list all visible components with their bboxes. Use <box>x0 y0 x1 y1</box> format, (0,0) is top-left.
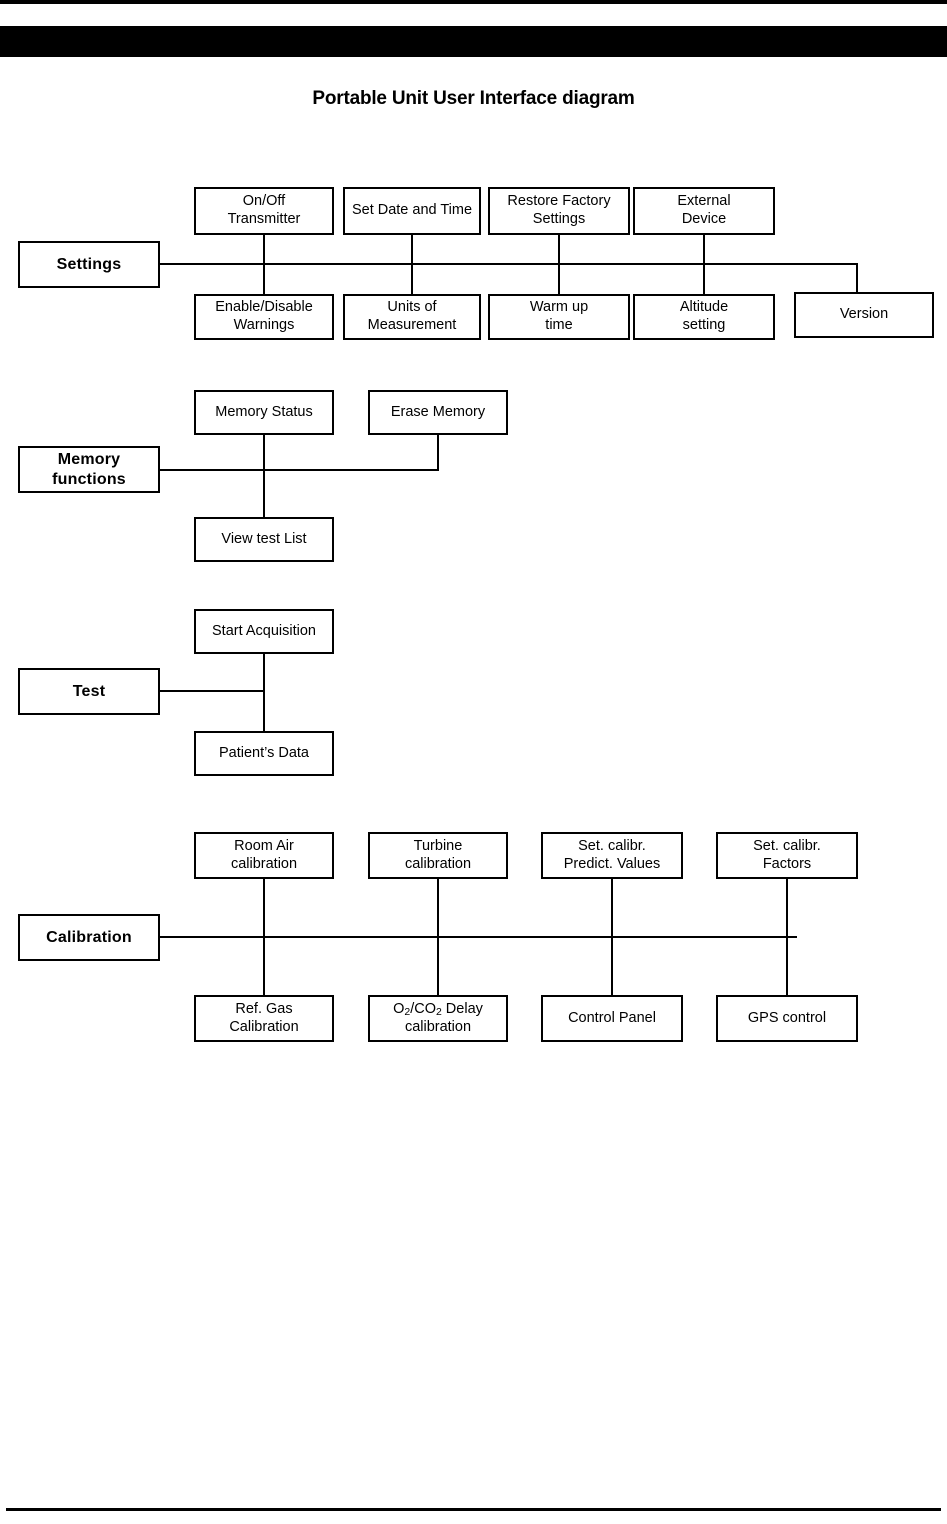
header-black-bar <box>0 26 947 57</box>
calibration-node-set-calibr-factors-label: Set. calibr. Factors <box>753 837 821 872</box>
memory-node-memory-status[interactable]: Memory Status <box>194 390 334 435</box>
settings-connector-set-date-and-time <box>411 235 413 265</box>
calibration-node-o2-co2-delay-calibration-label: O2/CO2 Delay calibration <box>393 1000 483 1035</box>
settings-node-enable-disable-warnings-label: Enable/Disable Warnings <box>215 299 313 333</box>
calibration-node-control-panel-label: Control Panel <box>568 1009 656 1026</box>
settings-node-external-device[interactable]: External Device <box>633 187 775 235</box>
settings-connector-external-device <box>703 235 705 265</box>
calibration-node-gps-control-label: GPS control <box>747 1009 827 1026</box>
calibration-connector-ref-gas-calibration <box>263 936 265 997</box>
test-connector-start-acquisition <box>263 654 265 692</box>
calibration-node-set-calibr-predict-values-label: Set. calibr. Predict. Values <box>563 837 661 872</box>
calibration-connector-gps-control <box>786 936 788 997</box>
settings-node-external-device-label: External Device <box>677 193 731 227</box>
memory-connector-memory-status <box>263 435 265 471</box>
test-connector-patients-data <box>263 690 265 733</box>
group-root-test-label: Test <box>72 682 106 700</box>
calibration-node-turbine-calibration[interactable]: Turbine calibration <box>368 832 508 879</box>
memory-connector-view-test-list <box>263 469 265 519</box>
settings-node-altitude-setting-label: Altitude setting <box>679 299 729 333</box>
memory-node-memory-status-label: Memory Status <box>215 403 313 420</box>
calibration-spine <box>160 936 797 938</box>
calibration-node-gps-control[interactable]: GPS control <box>716 995 858 1042</box>
settings-node-altitude-setting[interactable]: Altitude setting <box>633 294 775 340</box>
test-node-start-acquisition[interactable]: Start Acquisition <box>194 609 334 654</box>
settings-node-version[interactable]: Version <box>794 292 934 338</box>
bottom-rule <box>6 1508 941 1511</box>
calibration-connector-set-calibr-predict-values <box>611 879 613 938</box>
calibration-node-ref-gas-calibration-label: Ref. Gas Calibration <box>229 1000 299 1035</box>
calibration-node-set-calibr-predict-values[interactable]: Set. calibr. Predict. Values <box>541 832 683 879</box>
calibration-node-o2-co2-delay-calibration[interactable]: O2/CO2 Delay calibration <box>368 995 508 1042</box>
settings-node-set-date-and-time-label: Set Date and Time <box>351 202 473 219</box>
settings-node-restore-factory-settings-label: Restore Factory Settings <box>507 193 611 227</box>
settings-connector-warm-up-time <box>558 263 560 296</box>
settings-node-set-date-and-time[interactable]: Set Date and Time <box>343 187 481 235</box>
settings-connector-restore-factory-settings <box>558 235 560 265</box>
settings-connector-units-of-measurement <box>411 263 413 296</box>
calibration-connector-o2-co2-delay-calibration <box>437 936 439 997</box>
memory-functions-spine <box>160 469 439 471</box>
group-root-test[interactable]: Test <box>18 668 160 715</box>
memory-node-view-test-list[interactable]: View test List <box>194 517 334 562</box>
calibration-connector-set-calibr-factors <box>786 879 788 938</box>
settings-node-on-off-transmitter[interactable]: On/Off Transmitter <box>194 187 334 235</box>
memory-connector-erase-memory <box>437 435 439 471</box>
calibration-node-ref-gas-calibration[interactable]: Ref. Gas Calibration <box>194 995 334 1042</box>
calibration-node-turbine-calibration-label: Turbine calibration <box>404 837 472 872</box>
group-root-memory-functions[interactable]: Memory functions <box>18 446 160 493</box>
settings-node-warm-up-time-label: Warm up time <box>529 299 589 333</box>
settings-node-warm-up-time[interactable]: Warm up time <box>488 294 630 340</box>
memory-node-view-test-list-label: View test List <box>221 530 307 547</box>
settings-node-on-off-transmitter-label: On/Off Transmitter <box>227 193 301 227</box>
group-root-settings[interactable]: Settings <box>18 241 160 288</box>
group-root-calibration[interactable]: Calibration <box>18 914 160 961</box>
memory-node-erase-memory-label: Erase Memory <box>390 403 486 420</box>
settings-connector-enable-disable-warnings <box>263 263 265 296</box>
group-root-settings-label: Settings <box>56 255 122 273</box>
page-title: Portable Unit User Interface diagram <box>312 88 635 109</box>
memory-node-erase-memory[interactable]: Erase Memory <box>368 390 508 435</box>
settings-node-restore-factory-settings[interactable]: Restore Factory Settings <box>488 187 630 235</box>
settings-node-enable-disable-warnings[interactable]: Enable/Disable Warnings <box>194 294 334 340</box>
settings-node-version-label: Version <box>839 306 889 323</box>
test-node-patients-data-label: Patient’s Data <box>218 744 309 761</box>
test-spine <box>160 690 265 692</box>
settings-connector-on-off-transmitter <box>263 235 265 265</box>
calibration-connector-control-panel <box>611 936 613 997</box>
test-node-start-acquisition-label: Start Acquisition <box>212 622 316 639</box>
settings-node-units-of-measurement-label: Units of Measurement <box>367 299 457 333</box>
calibration-connector-turbine-calibration <box>437 879 439 938</box>
top-hairline-rule <box>0 0 947 4</box>
calibration-node-room-air-calibration[interactable]: Room Air calibration <box>194 832 334 879</box>
calibration-connector-room-air-calibration <box>263 879 265 938</box>
calibration-node-room-air-calibration-label: Room Air calibration <box>230 837 298 872</box>
group-root-memory-functions-label: Memory functions <box>52 450 126 488</box>
calibration-node-control-panel[interactable]: Control Panel <box>541 995 683 1042</box>
group-root-calibration-label: Calibration <box>46 928 132 946</box>
settings-spine <box>160 263 858 265</box>
settings-connector-altitude-setting <box>703 263 705 296</box>
test-node-patients-data[interactable]: Patient’s Data <box>194 731 334 776</box>
settings-node-units-of-measurement[interactable]: Units of Measurement <box>343 294 481 340</box>
settings-connector-version <box>856 263 858 294</box>
calibration-node-set-calibr-factors[interactable]: Set. calibr. Factors <box>716 832 858 879</box>
